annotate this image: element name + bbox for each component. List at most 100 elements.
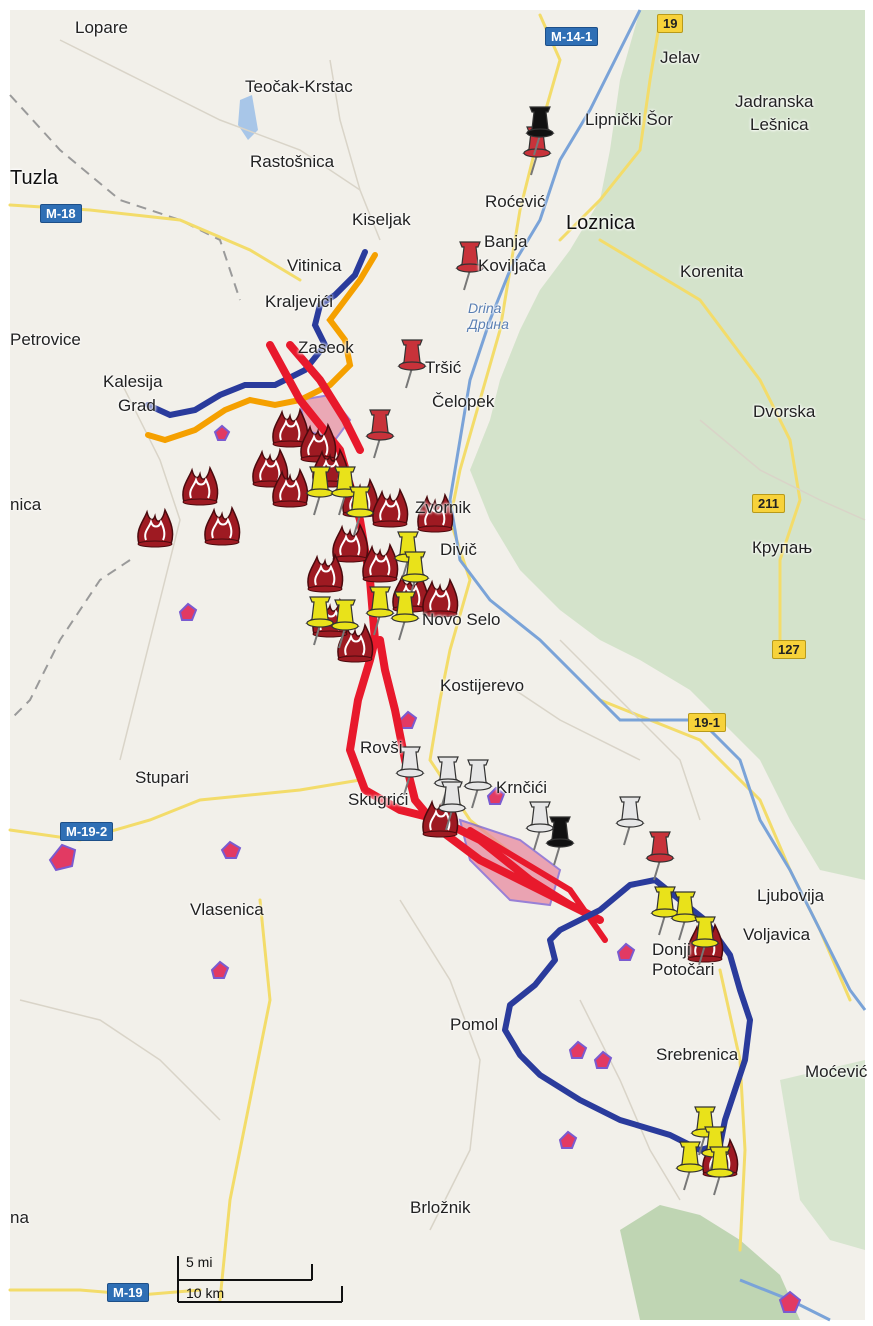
pushpin-icon [525, 106, 555, 156]
pushpin-icon [365, 586, 395, 636]
site-marker-icon [220, 840, 242, 859]
route-blue-north [145, 249, 368, 419]
fire-icon [252, 447, 289, 488]
place-label: Lopare [75, 18, 128, 37]
fire-icon [272, 407, 309, 448]
place-label: na [10, 1208, 29, 1227]
forest-area-south [620, 1205, 800, 1320]
pushpin-icon [645, 831, 675, 881]
place-label: Korenita [680, 262, 744, 281]
place-label: Tršić [425, 358, 462, 377]
pushpin-icon [463, 759, 493, 809]
place-label: Kalesija [103, 372, 163, 391]
place-label: Donji [652, 940, 691, 959]
route-red-2 [286, 341, 364, 454]
place-label: Pomol [450, 1015, 499, 1034]
pushpin-icon [305, 596, 335, 646]
road-shield: 127 [772, 640, 806, 659]
place-label: Stupari [135, 768, 189, 787]
site-marker-icon [616, 942, 636, 961]
place-label: Lipnički Šor [585, 110, 673, 129]
fire-icon [182, 465, 219, 506]
site-marker-icon [178, 602, 198, 621]
place-label: Zvornik [415, 498, 471, 517]
pushpin-icon [437, 781, 467, 831]
place-label: Čelopek [432, 392, 495, 411]
road-shield: 211 [752, 494, 785, 513]
place-label: Moćević [805, 1062, 868, 1081]
place-label: Zaseok [298, 338, 354, 357]
scale-km: 10 km [186, 1285, 225, 1301]
pushpin-icon [345, 486, 375, 536]
road-shield: 19-1 [688, 713, 727, 732]
place-label: Tuzla [10, 167, 59, 189]
place-label: Potočari [652, 960, 715, 979]
fire-icon [204, 505, 241, 546]
place-label: Loznica [566, 212, 635, 234]
river-label: Drina [468, 300, 502, 316]
site-marker-icon [778, 1290, 802, 1313]
place-label: Крупањ [752, 538, 813, 557]
pushpin-icon [397, 339, 427, 389]
drina-river [448, 9, 867, 1011]
place-label: Petrovice [10, 330, 81, 349]
pushpin-icon [705, 1146, 735, 1196]
pushpin-icon [390, 591, 420, 641]
site-marker-icon [558, 1130, 578, 1149]
place-label: Teočak-Krstac [245, 77, 353, 96]
route-orange [145, 252, 378, 444]
fire-icon [137, 507, 174, 548]
place-label: Kostijerevo [440, 676, 525, 695]
site-marker-icon [213, 424, 231, 441]
forest-area-se [780, 1060, 865, 1250]
site-marker-icon [568, 1040, 588, 1059]
place-label: Novo Selo [422, 610, 501, 629]
road-shield: M-19 [107, 1283, 149, 1302]
place-label: Dvorska [753, 402, 816, 421]
site-marker-icon [210, 960, 230, 979]
fire-icon [307, 552, 344, 593]
fire-icon [332, 522, 369, 563]
pushpin-icon [395, 746, 425, 796]
road-shield: M-18 [40, 204, 82, 223]
scale-miles: 5 mi [186, 1254, 213, 1270]
site-marker-icon [486, 786, 506, 805]
place-label: Voljavica [743, 925, 811, 944]
road-shield: M-19-2 [60, 822, 114, 841]
pushpin-icon [365, 409, 395, 459]
site-marker-icon [48, 843, 77, 872]
place-label: Kraljevići [265, 292, 334, 311]
place-label: Lešnica [750, 115, 809, 134]
place-label: Vlasenica [190, 900, 264, 919]
place-label: Banja [484, 232, 528, 251]
river-label: Дрина [468, 316, 509, 332]
border-dashed [9, 94, 241, 721]
place-label: Grad [118, 396, 156, 415]
place-label: Krnčići [496, 778, 548, 797]
pushpin-icon [690, 916, 720, 966]
forest-area-east [470, 10, 865, 880]
fire-icon [422, 577, 459, 618]
road-shield: 19 [657, 14, 684, 33]
place-label: Divič [440, 540, 477, 559]
pushpin-icon [615, 796, 645, 846]
place-label: Jadranska [735, 92, 814, 111]
fire-icon [362, 542, 399, 583]
pushpin-icon [545, 816, 575, 866]
scale-bar-lines [177, 1256, 343, 1303]
site-marker-icon [593, 1050, 613, 1069]
pushpin-icon [675, 1141, 705, 1191]
place-label: Jelav [660, 48, 700, 67]
place-label: Vitinica [287, 256, 342, 275]
pushpin-icon [400, 551, 430, 601]
place-label: nica [10, 495, 42, 514]
pushpin-icon [455, 241, 485, 291]
scale-bar: 5 mi 10 km [172, 1250, 352, 1310]
pushpin-icon [525, 801, 555, 851]
place-label: Brložnik [410, 1198, 471, 1217]
fire-icon [272, 467, 309, 508]
fire-icon [417, 492, 454, 533]
place-label: Rovši [360, 738, 403, 757]
